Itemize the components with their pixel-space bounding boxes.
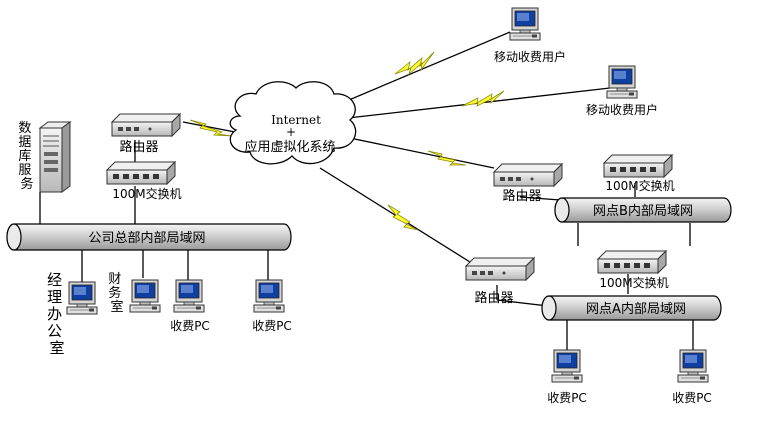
- lightning-mobile2-icon: [461, 90, 505, 107]
- database-server: 数 据 库 服 务: [18, 121, 72, 193]
- hq-switch-label: 100M交换机: [112, 186, 181, 201]
- hq-terminal-manager: 经 理 办 公 室: [47, 271, 98, 357]
- link-cloud-router-a: [319, 167, 471, 263]
- computer-icon: [253, 279, 285, 313]
- link-cloud-router-b: [344, 136, 495, 169]
- computer-icon: [606, 65, 638, 99]
- mobile-user-2-label: 移动收费用户: [586, 102, 658, 117]
- lightning-mobile1-icon: [394, 51, 435, 76]
- branch-b-lan-pipe: 网点B内部局域网: [554, 197, 732, 223]
- hq-terminal-finance: 财 务 室: [108, 272, 161, 315]
- computer-icon: [129, 279, 161, 313]
- mobile-user-1-label: 移动收费用户: [494, 49, 566, 64]
- switch-icon: [106, 161, 176, 185]
- link-router-lan-a: [496, 299, 549, 307]
- branch-a-lan-pipe: 网点A内部局域网: [541, 295, 722, 321]
- lightning-router-a-icon: [387, 204, 419, 231]
- link-cloud-mobile1: [329, 31, 511, 109]
- switch-icon: [603, 154, 673, 178]
- hq-lan-label: 公司总部内部局域网: [88, 230, 205, 246]
- computer-icon: [551, 349, 583, 383]
- finance-room-label: 财 务 室: [108, 272, 125, 315]
- computer-icon: [509, 7, 541, 41]
- hq-terminal-pc1: 收费PC: [170, 279, 210, 333]
- router-icon: [465, 257, 535, 281]
- server-icon: [38, 121, 72, 193]
- link-router-hq-cloud: [182, 121, 236, 133]
- router-icon: [493, 163, 563, 187]
- hq-lan-pipe: 公司总部内部局域网: [6, 223, 292, 251]
- hq-switch: 100M交换机: [106, 161, 182, 201]
- branch-a-router-label: 路由器: [474, 290, 513, 306]
- server-label: 数 据 库 服 务: [18, 121, 35, 192]
- wireless-links: [189, 51, 505, 231]
- manager-office-label: 经 理 办 公 室: [47, 271, 67, 357]
- branch-b-switch-label: 100M交换机: [605, 178, 674, 193]
- computer-icon: [66, 281, 98, 315]
- link-router-lan-b: [519, 196, 561, 201]
- branch-b-router: 路由器: [493, 163, 563, 204]
- cloud-title-line1: Internet: [271, 113, 321, 127]
- branch-a-pc2-label: 收费PC: [672, 391, 712, 405]
- cloud-title-line3: 应用虚拟化系统: [244, 139, 335, 155]
- branch-a-terminal-pc2: 收费PC: [672, 349, 712, 405]
- branch-b-router-label: 路由器: [502, 188, 541, 204]
- hq-router-label: 路由器: [119, 139, 158, 155]
- hq-terminal-pc2: 收费PC: [252, 279, 292, 333]
- mobile-user-2: 移动收费用户: [586, 65, 658, 117]
- internet-cloud: Internet + 应用虚拟化系统: [229, 81, 357, 165]
- hq-pc2-label: 收费PC: [252, 319, 292, 333]
- mobile-user-1: 移动收费用户: [494, 7, 566, 64]
- branch-a-router: 路由器: [465, 257, 535, 306]
- branch-a-switch-label: 100M交换机: [599, 275, 668, 290]
- hq-pc1-label: 收费PC: [170, 319, 210, 333]
- switch-icon: [597, 250, 667, 274]
- lightning-router-b-icon: [427, 150, 467, 166]
- branch-a-pc1-label: 收费PC: [547, 391, 587, 405]
- router-icon: [111, 113, 181, 137]
- computer-icon: [173, 279, 205, 313]
- branch-a-switch: 100M交换机: [597, 250, 669, 290]
- hq-router: 路由器: [111, 113, 181, 155]
- computer-icon: [677, 349, 709, 383]
- branch-a-lan-label: 网点A内部局域网: [586, 301, 686, 317]
- branch-a-terminal-pc1: 收费PC: [547, 349, 587, 405]
- branch-b-switch: 100M交换机: [603, 154, 675, 193]
- cloud-title-line2: +: [286, 125, 296, 139]
- branch-b-lan-label: 网点B内部局域网: [593, 203, 693, 219]
